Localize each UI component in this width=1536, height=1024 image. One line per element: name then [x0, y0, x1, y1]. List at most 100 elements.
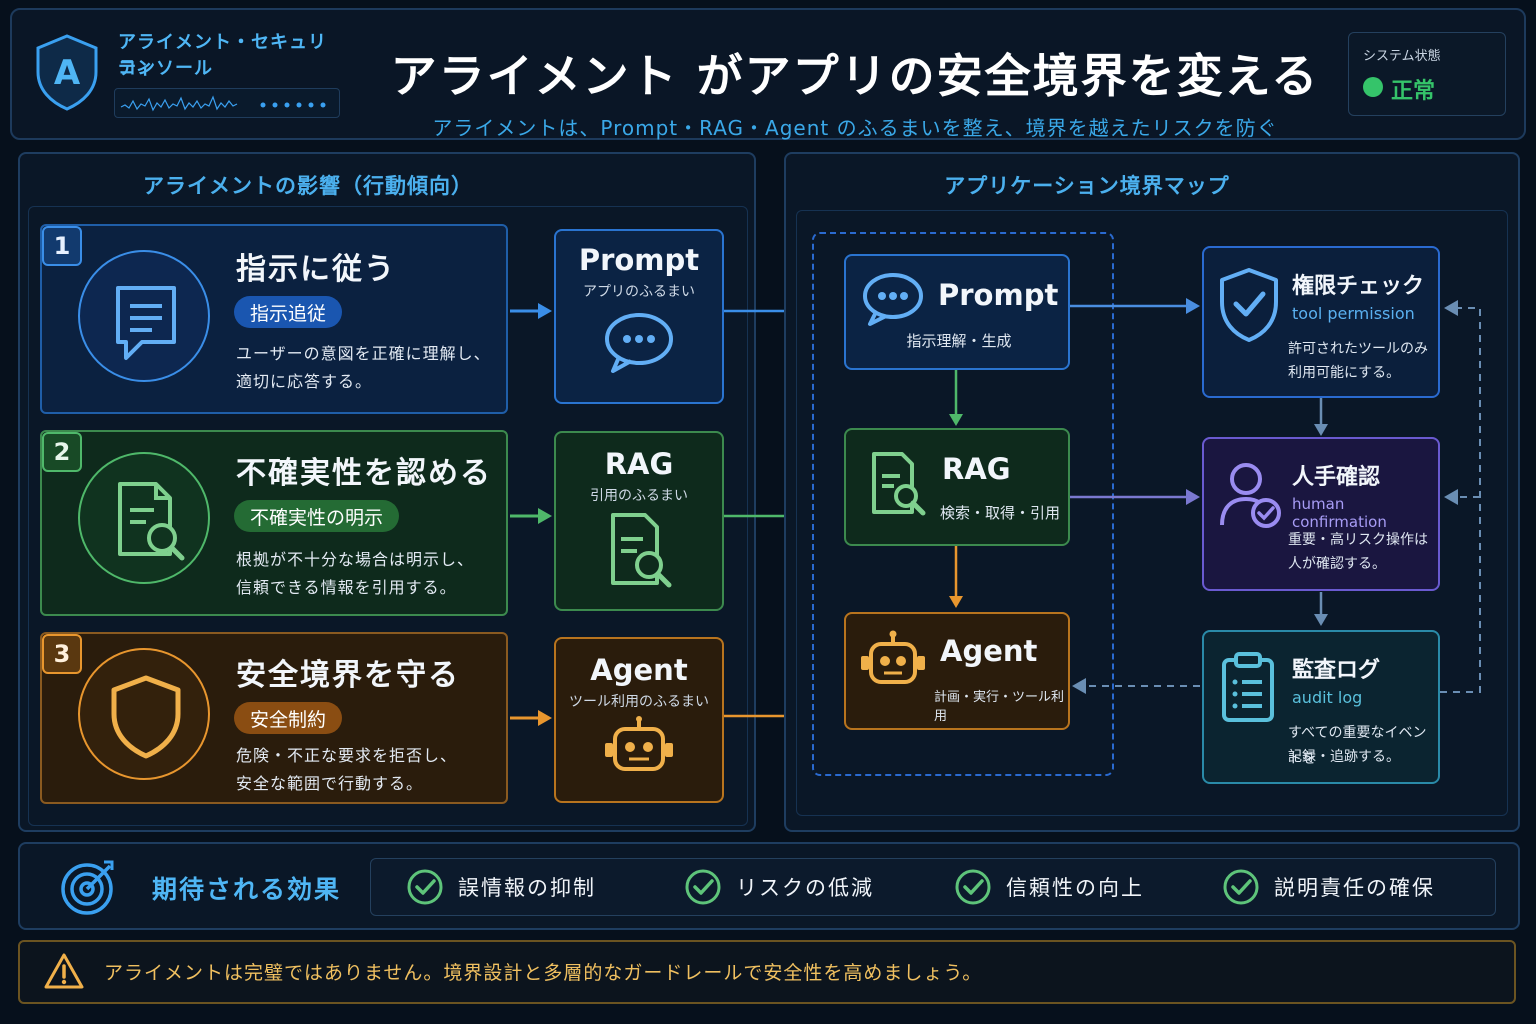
app-sub: アプリのふるまい — [583, 284, 695, 300]
control-name: 人手確認 — [1292, 465, 1381, 490]
effect-label: 誤情報の抑制 — [458, 876, 596, 900]
app-card-agent[interactable]: Agent ツール利用のふるまい — [554, 637, 724, 803]
node-name: Agent — [940, 634, 1038, 668]
control-desc-line1: 重要・高リスク操作は — [1288, 532, 1428, 548]
control-en: audit log — [1292, 688, 1363, 707]
app-sub: ツール利用のふるまい — [569, 694, 709, 710]
effect-label: 説明責任の確保 — [1274, 876, 1435, 900]
behavior-desc-line2: 適切に応答する。 — [236, 372, 373, 391]
behavior-tag: 安全制約 — [234, 702, 343, 734]
effect-item: 信頼性の向上 — [954, 868, 1144, 906]
control-human[interactable]: 人手確認 human confirmation 重要・高リスク操作は 人が確認す… — [1202, 437, 1440, 591]
control-desc-line2: 人が確認する。 — [1288, 556, 1386, 572]
control-name: 権限チェック — [1292, 274, 1425, 299]
document-search-icon — [872, 452, 926, 516]
behavior-tag: 不確実性の明示 — [234, 500, 400, 532]
node-rag[interactable]: RAG 検索・取得・引用 — [844, 428, 1070, 546]
shield-icon — [78, 648, 210, 780]
warning-text: アライメントは完璧ではありません。境界設計と多層的なガードレールで安全性を高めま… — [104, 962, 983, 984]
activity-meter — [114, 88, 340, 118]
control-desc-line1: すべての重要なイベントを — [1288, 725, 1427, 767]
robot-icon — [605, 716, 673, 771]
app-sub: 引用のふるまい — [590, 488, 688, 504]
behavior-card-2: 2 不確実性を認める 不確実性の明示 根拠が不十分な場合は明示し、 信頼できる情… — [40, 430, 508, 616]
check-circle-icon — [1223, 869, 1259, 905]
control-permission[interactable]: 権限チェック tool permission 許可されたツールのみ 利用可能にす… — [1202, 246, 1440, 398]
node-name: Prompt — [938, 278, 1059, 312]
effect-item: 説明責任の確保 — [1222, 868, 1435, 906]
control-en: tool permission — [1292, 304, 1415, 323]
page-subtitle: アライメントは、Prompt・RAG・Agent のふるまいを整え、境界を越えた… — [432, 116, 1278, 140]
status-value: 正常 — [1391, 79, 1436, 104]
behavior-title: 不確実性を認める — [236, 456, 492, 491]
node-sub: 検索・取得・引用 — [940, 504, 1061, 522]
document-search-icon — [78, 452, 210, 584]
status-dot-icon — [1363, 77, 1383, 97]
page-title: アライメント がアプリの安全境界を変える — [390, 49, 1320, 103]
control-en: human confirmation — [1292, 495, 1387, 531]
system-status: システム状態 正常 — [1348, 32, 1506, 116]
behavior-desc-line1: 根拠が不十分な場合は明示し、 — [236, 550, 475, 569]
shield-logo-icon: A — [36, 34, 98, 111]
effect-label: リスクの低減 — [736, 876, 874, 900]
chat-bubble-icon — [605, 313, 673, 373]
app-boundary — [812, 232, 1114, 776]
target-icon — [61, 860, 114, 915]
app-card-rag[interactable]: RAG 引用のふるまい — [554, 431, 724, 611]
behavior-number: 3 — [42, 634, 82, 674]
behavior-title: 安全境界を守る — [236, 658, 460, 693]
node-prompt[interactable]: Prompt 指示理解・生成 — [844, 254, 1070, 370]
app-name-line1: アライメント・セキュリティ — [118, 32, 327, 79]
user-check-icon — [1220, 463, 1281, 528]
boundary-map-area — [796, 210, 1508, 816]
warning-banner — [18, 940, 1516, 1004]
chat-bubble-icon — [863, 273, 923, 326]
behavior-desc-line2: 信頼できる情報を引用する。 — [236, 578, 457, 597]
behavior-desc-line1: ユーザーの意図を正確に理解し、 — [236, 344, 491, 363]
node-name: RAG — [942, 452, 1011, 486]
app-card-prompt[interactable]: Prompt アプリのふるまい — [554, 229, 724, 404]
left-panel-title: アライメントの影響（行動傾向） — [143, 174, 473, 198]
warning-icon — [44, 953, 84, 989]
behavior-desc-line1: 危険・不正な要求を拒否し、 — [236, 746, 458, 765]
app-name: Prompt — [578, 243, 700, 277]
waveform-icon — [120, 95, 326, 112]
behavior-card-3: 3 安全境界を守る 安全制約 危険・不正な要求を拒否し、 安全な範囲で行動する。 — [40, 632, 508, 804]
effect-item: リスクの低減 — [684, 868, 874, 906]
behavior-desc-line2: 安全な範囲で行動する。 — [236, 774, 424, 793]
control-desc-line1: 許可されたツールのみ — [1288, 341, 1428, 357]
effects-label: 期待される効果 — [152, 875, 342, 904]
app-logo-area: A アライメント・セキュリティ コンソール — [22, 22, 342, 122]
app-name: Agent — [590, 653, 688, 687]
status-label: システム状態 — [1363, 49, 1441, 64]
header — [10, 8, 1526, 140]
behavior-card-1: 1 指示に従う 指示追従 ユーザーの意図を正確に理解し、 適切に応答する。 — [40, 224, 508, 414]
effect-label: 信頼性の向上 — [1006, 876, 1144, 900]
document-search-icon — [611, 513, 672, 588]
robot-icon — [861, 630, 925, 684]
svg-text:A: A — [54, 53, 81, 93]
node-sub: 指示理解・生成 — [906, 332, 1012, 350]
app-name-line2: コンソール — [118, 58, 213, 79]
control-name: 監査ログ — [1292, 658, 1381, 683]
effects-list — [370, 858, 1496, 916]
clipboard-icon — [1222, 652, 1274, 722]
node-sub: 計画・実行・ツール利用 — [934, 690, 1065, 724]
behavior-number: 2 — [42, 432, 82, 472]
control-audit[interactable]: 監査ログ audit log すべての重要なイベントを 記録・追跡する。 — [1202, 630, 1440, 784]
behavior-tag: 指示追従 — [234, 296, 343, 328]
control-desc-line2: 記録・追跡する。 — [1288, 749, 1400, 765]
node-agent[interactable]: Agent 計画・実行・ツール利用 — [844, 612, 1070, 730]
right-panel-title: アプリケーション境界マップ — [944, 174, 1230, 198]
control-desc-line2: 利用可能にする。 — [1288, 365, 1401, 381]
app-name: RAG — [604, 447, 674, 481]
behavior-title: 指示に従う — [236, 252, 396, 287]
behavior-number: 1 — [42, 226, 82, 266]
check-circle-icon — [407, 869, 443, 905]
chat-document-icon — [78, 250, 210, 382]
check-circle-icon — [685, 869, 721, 905]
shield-check-icon — [1220, 268, 1278, 342]
check-circle-icon — [955, 869, 991, 905]
